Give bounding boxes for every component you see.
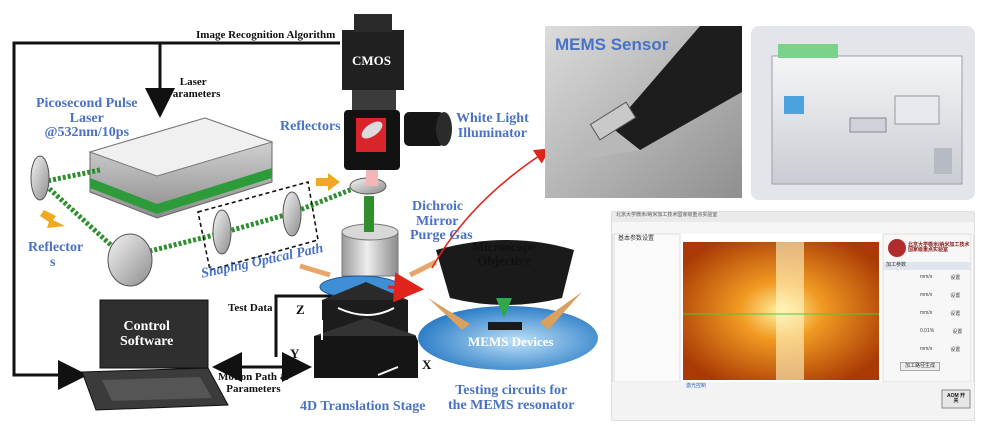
software-laser-control-header: 激光控制 <box>686 383 707 389</box>
laser-parameters-line-2: Parameters <box>166 87 221 100</box>
param-row: mm/s 设置 <box>886 346 970 364</box>
dichroic-line-2: Mirror <box>416 213 459 229</box>
motion-line-2: Parameters <box>226 382 281 395</box>
picosecond-laser <box>88 117 274 219</box>
param-set-button[interactable]: 设置 <box>952 329 963 335</box>
image-recognition-label: Image Recognition Algorithm <box>196 29 336 41</box>
software-param-section: 加工参数 <box>886 262 907 268</box>
white-light-label: White Light Illuminator <box>456 111 529 141</box>
red-link-zoom <box>387 272 424 303</box>
test-data-label: Test Data <box>228 302 273 314</box>
param-set-button[interactable]: 设置 <box>950 347 961 353</box>
param-unit: mm/s <box>920 346 933 352</box>
white-light-line-2: Illuminator <box>457 125 527 141</box>
picosecond-line-2: Laser <box>69 110 104 126</box>
dichroic-mirror-label: Dichroic Mirror Purge Gas <box>410 199 473 244</box>
control-line-1: Control <box>123 319 170 334</box>
picosecond-line-3: @532nm/10ps <box>44 125 130 141</box>
dichroic-line-1: Dichroic <box>412 199 464 214</box>
param-set-button[interactable]: 设置 <box>950 293 961 299</box>
reflectors-left-line-2: s <box>50 254 56 270</box>
software-param-list: mm/s 设置 mm/s 设置 mm/s 设置 0.01% 设置 mm/s 设置 <box>886 274 970 364</box>
shaping-lens-2 <box>282 191 302 237</box>
dichroic-line-3: Purge Gas <box>410 228 473 244</box>
param-unit: mm/s <box>920 292 933 298</box>
microscope-zoom-view <box>412 240 604 388</box>
software-aom-button[interactable]: AOM 开关 <box>946 393 966 405</box>
software-window-title: 北京大学微米/纳米加工技术国家级重点实验室 <box>616 212 718 218</box>
dichroic-mirror <box>299 196 438 278</box>
software-main-button[interactable]: 加工路径生成 <box>900 362 941 372</box>
param-row: mm/s 设置 <box>886 274 970 292</box>
cmos-camera <box>342 14 452 186</box>
shaping-lens-1 <box>212 209 232 255</box>
microscope-line-1: Microscope <box>472 239 537 254</box>
testing-line-1: Testing circuits for <box>455 383 568 398</box>
translation-stage-label: 4D Translation Stage <box>300 399 426 414</box>
reflector-disk-bottom <box>107 233 153 287</box>
shaping-path-box <box>197 180 319 271</box>
param-set-button[interactable]: 设置 <box>950 311 961 317</box>
laptop <box>81 299 229 411</box>
red-link-sensor <box>431 148 551 269</box>
software-screenshot <box>611 211 975 421</box>
software-left-header: 基本参数设置 <box>618 236 655 242</box>
param-unit: mm/s <box>920 274 933 280</box>
laser-parameters-line-1: Laser <box>179 76 207 88</box>
microscope-objective-label: Microscope Objective <box>472 240 536 267</box>
testing-circuits-label: Testing circuits for the MEMS resonator <box>448 383 575 413</box>
control-line-2: Software <box>120 333 174 349</box>
reflectors-left-label: Reflector s <box>28 240 84 270</box>
param-row: mm/s 设置 <box>886 292 970 310</box>
reflector-disk-left <box>30 155 50 201</box>
laser-parameters-label: Laser Parameters <box>166 76 221 100</box>
reflectors-label: Reflectors <box>280 119 341 134</box>
mems-sensor-photo <box>545 26 742 198</box>
testing-line-2: the MEMS resonator <box>448 397 575 413</box>
software-right-header: 北京大学微米/纳米加工技术国家级重点实验室 <box>908 242 970 254</box>
axis-z-label: Z <box>296 302 305 317</box>
param-unit: 0.01% <box>920 328 935 334</box>
param-row: mm/s 设置 <box>886 310 970 328</box>
control-software-label: Control Software <box>120 319 174 349</box>
axis-x-label: X <box>422 357 432 372</box>
machine-photo <box>751 26 975 200</box>
motion-line-1: Motion Path & <box>218 371 289 383</box>
translation-stage <box>314 275 418 378</box>
param-row: 0.01% 设置 <box>886 328 970 346</box>
reflectors-left-line-1: Reflector <box>28 240 84 255</box>
param-set-button[interactable]: 设置 <box>950 275 961 281</box>
cmos-label: CMOS <box>352 53 391 68</box>
microscope-line-2: Objective <box>477 252 531 268</box>
param-unit: mm/s <box>920 310 933 316</box>
white-light-line-1: White Light <box>456 111 529 126</box>
connection-lines <box>12 41 340 390</box>
motion-path-label: Motion Path & Parameters <box>218 371 289 395</box>
picosecond-line-1: Picosecond Pulse <box>36 96 138 111</box>
mems-sensor-label: MEMS Sensor <box>555 35 669 54</box>
picosecond-laser-label: Picosecond Pulse Laser @532nm/10ps <box>36 96 138 141</box>
axis-y-label: Y <box>290 346 300 361</box>
mems-devices-label: MEMS Devices <box>468 334 554 349</box>
